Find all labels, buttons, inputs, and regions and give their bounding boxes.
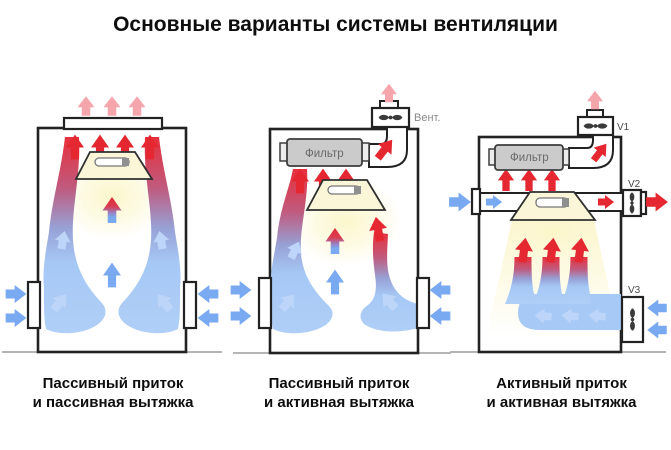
filter-unit: Фильтр bbox=[279, 138, 370, 167]
filter-unit: Фильтр bbox=[488, 144, 570, 171]
roof-vent bbox=[62, 116, 164, 131]
fan-icon bbox=[629, 307, 636, 332]
lamp-tube-cap bbox=[562, 198, 569, 207]
caption-line1: Пассивный приток bbox=[268, 375, 410, 392]
air-streams bbox=[270, 169, 418, 334]
caption-line2: и активная вытяжка bbox=[264, 394, 414, 411]
exhaust-fan-v1: V1 bbox=[576, 90, 630, 137]
supply-fan-v3: V3 bbox=[620, 285, 667, 344]
fan-icon bbox=[629, 191, 635, 215]
wall-vent-left bbox=[26, 280, 42, 330]
lamp-fixture bbox=[74, 151, 154, 180]
caption-line2: и пассивная вытяжка bbox=[32, 394, 194, 411]
fan-icon bbox=[378, 114, 403, 121]
warm-air-arrows bbox=[497, 168, 561, 192]
filter-label: Фильтр bbox=[510, 152, 549, 164]
lamp-tube-cap bbox=[122, 158, 129, 166]
fan-v2-label: V2 bbox=[628, 179, 641, 190]
caption-passive-passive: Пассивный приток и пассивная вытяжка bbox=[0, 374, 226, 412]
supply-arrow-1 bbox=[647, 299, 667, 317]
air-streams bbox=[43, 137, 181, 334]
lamp-fixture bbox=[305, 179, 387, 211]
exhaust-arrow-outside bbox=[646, 192, 668, 212]
caption-active-active: Активный приток и активная вытяжка bbox=[452, 374, 671, 412]
fan-v3-label: V3 bbox=[628, 285, 641, 296]
supply-arrow-2 bbox=[647, 321, 667, 339]
diagram-passive-active: Вент. Фильтр bbox=[230, 83, 451, 355]
exhaust-fan-unit: Вент. bbox=[370, 83, 440, 129]
fan-v1-label: V1 bbox=[617, 122, 630, 133]
supply-arrow-outside bbox=[449, 192, 471, 212]
lamp-fixture bbox=[509, 191, 597, 221]
air-streams bbox=[505, 236, 607, 325]
exhaust-air-arrows-outside bbox=[77, 96, 146, 116]
wall-vent-right bbox=[415, 276, 431, 330]
diagram-active-active: V1 Фильтр V2 bbox=[449, 90, 668, 354]
lamp-tube-cap bbox=[354, 186, 361, 194]
fan-label: Вент. bbox=[414, 112, 440, 124]
duct-flange-left bbox=[470, 187, 482, 216]
fan-exhaust-arrow bbox=[381, 83, 397, 103]
wall-vent-right bbox=[182, 280, 198, 330]
caption-line1: Пассивный приток bbox=[42, 375, 184, 392]
exhaust-fan-v2: V2 bbox=[621, 179, 668, 218]
caption-line1: Активный приток bbox=[496, 375, 627, 392]
fan-exhaust-arrow bbox=[587, 90, 603, 110]
caption-line2: и активная вытяжка bbox=[486, 394, 637, 411]
page-title: Основные варианты системы вентиляции bbox=[113, 13, 558, 36]
filter-label: Фильтр bbox=[305, 148, 344, 160]
caption-passive-active: Пассивный приток и активная вытяжка bbox=[226, 374, 452, 412]
duct-flange-right bbox=[639, 190, 648, 216]
wall-vent-left bbox=[257, 276, 273, 330]
fan-icon bbox=[583, 122, 608, 130]
diagram-passive-passive bbox=[2, 96, 222, 354]
